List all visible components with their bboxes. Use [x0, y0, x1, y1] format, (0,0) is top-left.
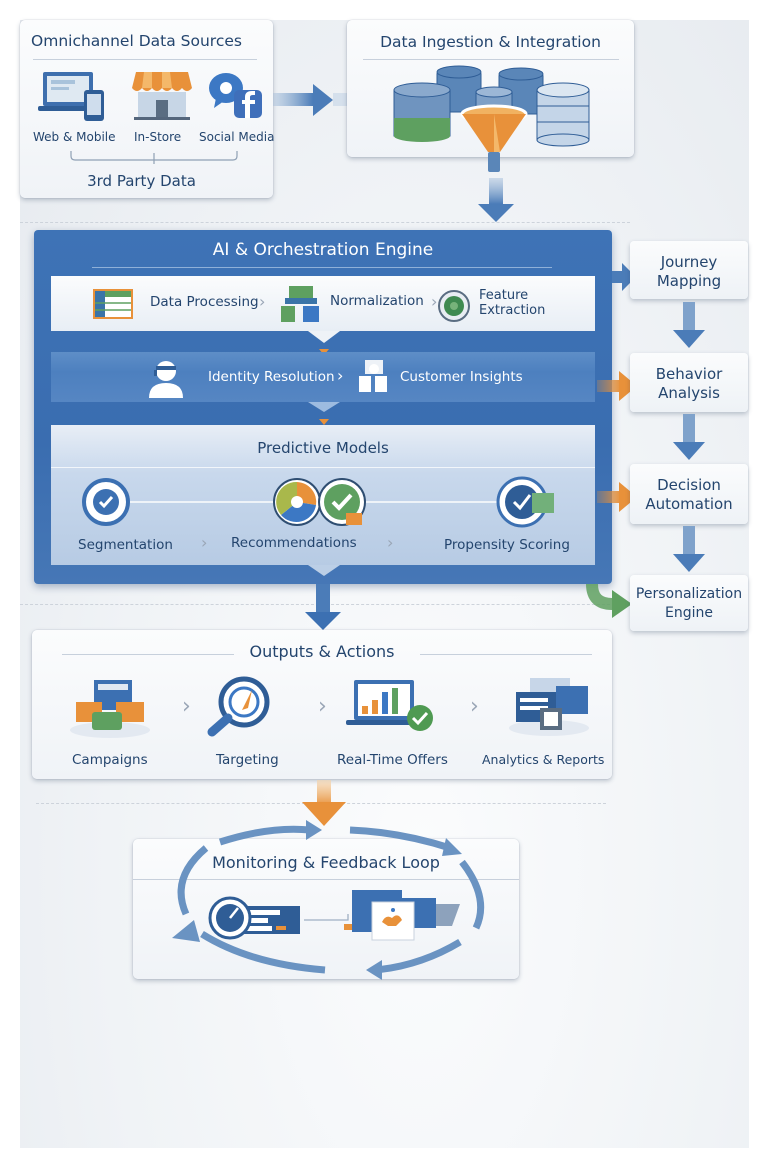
score-check-icon: [496, 476, 554, 528]
chevron-right-icon: ›: [337, 366, 344, 385]
storefront-icon: [132, 72, 192, 120]
laptop-phone-icon: [38, 72, 104, 121]
title-rule: [363, 59, 619, 60]
curved-arrow-to-personalization: [586, 583, 632, 618]
decision-automation-line1: Decision: [657, 476, 721, 494]
user-headset-icon: [149, 361, 183, 398]
source-label-in-store: In-Store: [134, 130, 182, 144]
blocks-icon: [281, 286, 319, 322]
chevron-right-icon: ›: [201, 533, 208, 552]
identity-resolution-label: Identity Resolution: [208, 369, 335, 385]
targeting-label: Targeting: [216, 752, 279, 768]
flow-arrow-right: [273, 84, 353, 116]
behavior-analysis-box: Behavior Analysis: [630, 353, 748, 412]
data-sources-card: Omnichannel Data Sources Web & Mobile In…: [20, 20, 275, 198]
report-windows-icon: [509, 678, 589, 736]
divider: [20, 222, 630, 223]
behavior-analysis-line1: Behavior: [655, 365, 723, 383]
table-icon: [93, 289, 133, 319]
journey-mapping-line1: Journey: [660, 253, 718, 271]
personalization-engine-line2: Engine: [665, 605, 713, 621]
source-label-social-media: Social Media: [199, 130, 275, 144]
user-group-icon: [359, 360, 387, 392]
feature-label-line1: Feature: [479, 288, 529, 303]
personalization-engine-box: Personalization Engine: [630, 575, 748, 631]
connector-down: [308, 402, 340, 425]
chevron-right-icon: ›: [387, 533, 394, 552]
gear-chip-icon: [438, 290, 470, 322]
flow-arrow-down-orange: [302, 780, 346, 826]
chevron-right-icon: ›: [470, 694, 479, 719]
title-rule: [51, 467, 595, 468]
magnifier-target-icon: [207, 676, 270, 737]
third-party-data-label: 3rd Party Data: [87, 172, 196, 190]
title-rule: [33, 59, 257, 60]
monitoring-feedback-title: Monitoring & Feedback Loop: [212, 853, 440, 872]
flow-arrow-down: [478, 178, 514, 222]
decision-automation-box: Decision Automation: [630, 464, 748, 524]
arrow-to-decision-automation: [597, 482, 637, 512]
journey-mapping-box: Journey Mapping: [630, 241, 748, 299]
flow-arrow-down: [673, 526, 705, 572]
engine-title: AI & Orchestration Engine: [212, 240, 434, 260]
title-rule: [92, 267, 552, 268]
outputs-actions-title: Outputs & Actions: [249, 642, 395, 661]
predictive-models-band: Predictive Models Segment: [51, 425, 595, 565]
feature-label-line2: Extraction: [479, 303, 546, 318]
segment-check-icon: [82, 478, 130, 526]
gauge-dashboard-icon: [208, 896, 300, 940]
connector-line: [304, 914, 352, 930]
personalization-engine-line1: Personalization: [635, 586, 743, 602]
feature-extraction-label: Feature Extraction: [479, 288, 545, 318]
analytics-reports-label: Analytics & Reports: [482, 752, 605, 767]
outputs-actions-card: Outputs & Actions › › › Camp: [32, 630, 612, 779]
real-time-offers-label: Real-Time Offers: [337, 752, 448, 768]
title-rule: [420, 654, 592, 655]
social-chat-facebook-icon: [209, 73, 262, 118]
chevron-right-icon: ›: [318, 694, 327, 719]
chevron-right-icon: ›: [259, 292, 266, 311]
bracket-connector: [70, 151, 238, 164]
connector-down: [308, 565, 340, 576]
flow-arrow-down: [673, 302, 705, 348]
campaign-messages-icon: [70, 680, 150, 738]
data-ingestion-title: Data Ingestion & Integration: [380, 33, 601, 51]
laptop-chart-check-icon: [346, 680, 433, 731]
title-rule: [133, 879, 519, 880]
decision-automation-line2: Automation: [645, 495, 733, 513]
recommendations-label: Recommendations: [231, 535, 357, 551]
chevron-right-icon: ›: [431, 292, 438, 311]
data-sources-title: Omnichannel Data Sources: [31, 32, 242, 50]
flow-arrow-down: [673, 414, 705, 460]
behavior-analysis-line2: Analysis: [658, 384, 720, 402]
segmentation-label: Segmentation: [78, 537, 173, 553]
data-processing-label: Data Processing: [150, 294, 259, 310]
chevron-right-icon: ›: [182, 694, 191, 719]
pie-check-icon: [273, 478, 366, 526]
title-rule: [62, 654, 234, 655]
ai-orchestration-engine: AI & Orchestration Engine Data Processin…: [34, 230, 612, 584]
campaigns-label: Campaigns: [72, 752, 148, 768]
journey-mapping-line2: Mapping: [656, 272, 722, 290]
identity-band: Identity Resolution › Customer Insights: [51, 352, 595, 402]
arrow-to-journey-mapping: [612, 263, 636, 291]
arrow-to-behavior-analysis: [597, 371, 637, 401]
source-label-web-mobile: Web & Mobile: [33, 130, 116, 144]
propensity-scoring-label: Propensity Scoring: [444, 537, 570, 553]
flow-arrow-down: [305, 584, 341, 630]
feedback-loop-arrows: [172, 820, 485, 980]
normalization-label: Normalization: [330, 293, 424, 309]
predictive-models-title: Predictive Models: [257, 439, 389, 457]
customer-insights-label: Customer Insights: [400, 369, 523, 385]
feedback-window-icon: [352, 890, 460, 941]
processing-band: Data Processing › Normalization › Featur…: [51, 276, 595, 331]
databases-funnel-icon: [393, 65, 590, 172]
